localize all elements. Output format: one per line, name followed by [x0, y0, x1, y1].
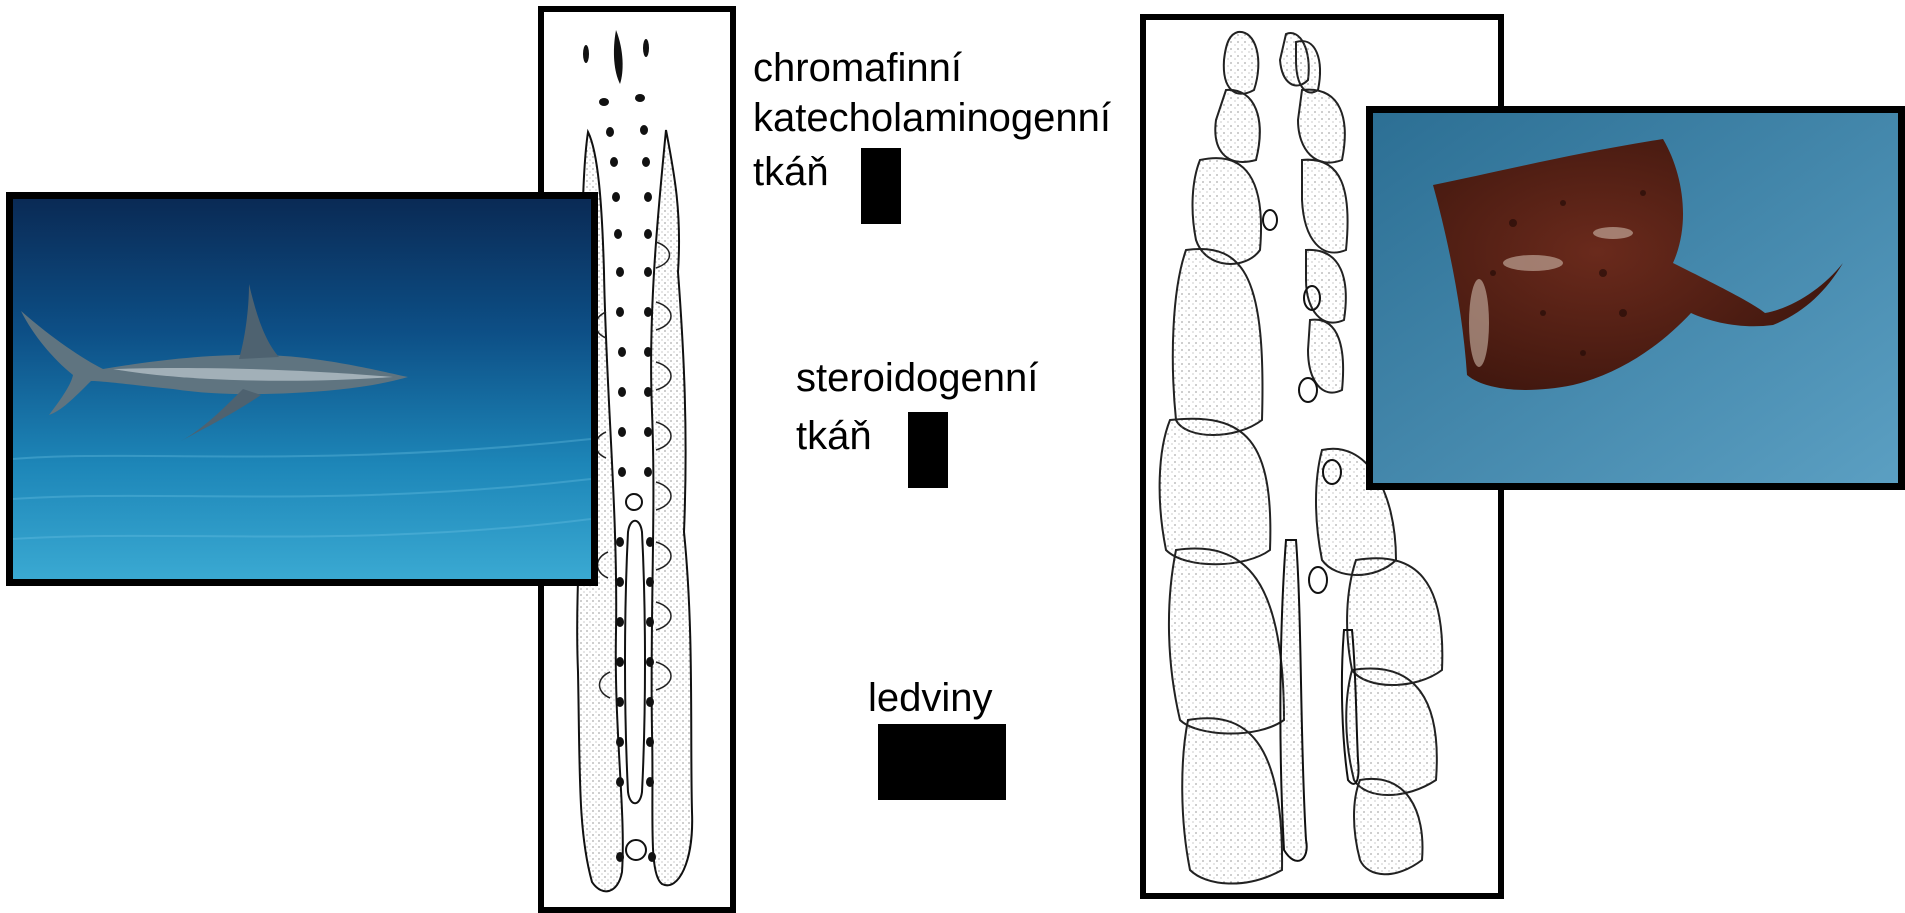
label-chromaffin-line1: chromafinní [753, 44, 962, 92]
label-steroid-line2: tkáň [796, 412, 872, 460]
legend-swatch-steroid [908, 412, 948, 488]
label-chromaffin-line2: katecholaminogenní [753, 94, 1111, 142]
right-kidney-outline [651, 130, 692, 885]
interrenal-tissue [625, 521, 645, 804]
shark-icon [13, 199, 591, 579]
ray-icon [1373, 113, 1898, 483]
label-kidney-line1: ledviny [868, 674, 993, 722]
ray-photo [1366, 106, 1905, 490]
label-chromaffin-line3: tkáň [753, 148, 829, 196]
label-steroid-line1: steroidogenní [796, 354, 1038, 402]
ray-interrenal-left [1280, 540, 1306, 861]
shark-photo [6, 192, 598, 586]
legend-swatch-chromaffin [861, 148, 901, 224]
legend-swatch-kidney [878, 724, 1006, 800]
